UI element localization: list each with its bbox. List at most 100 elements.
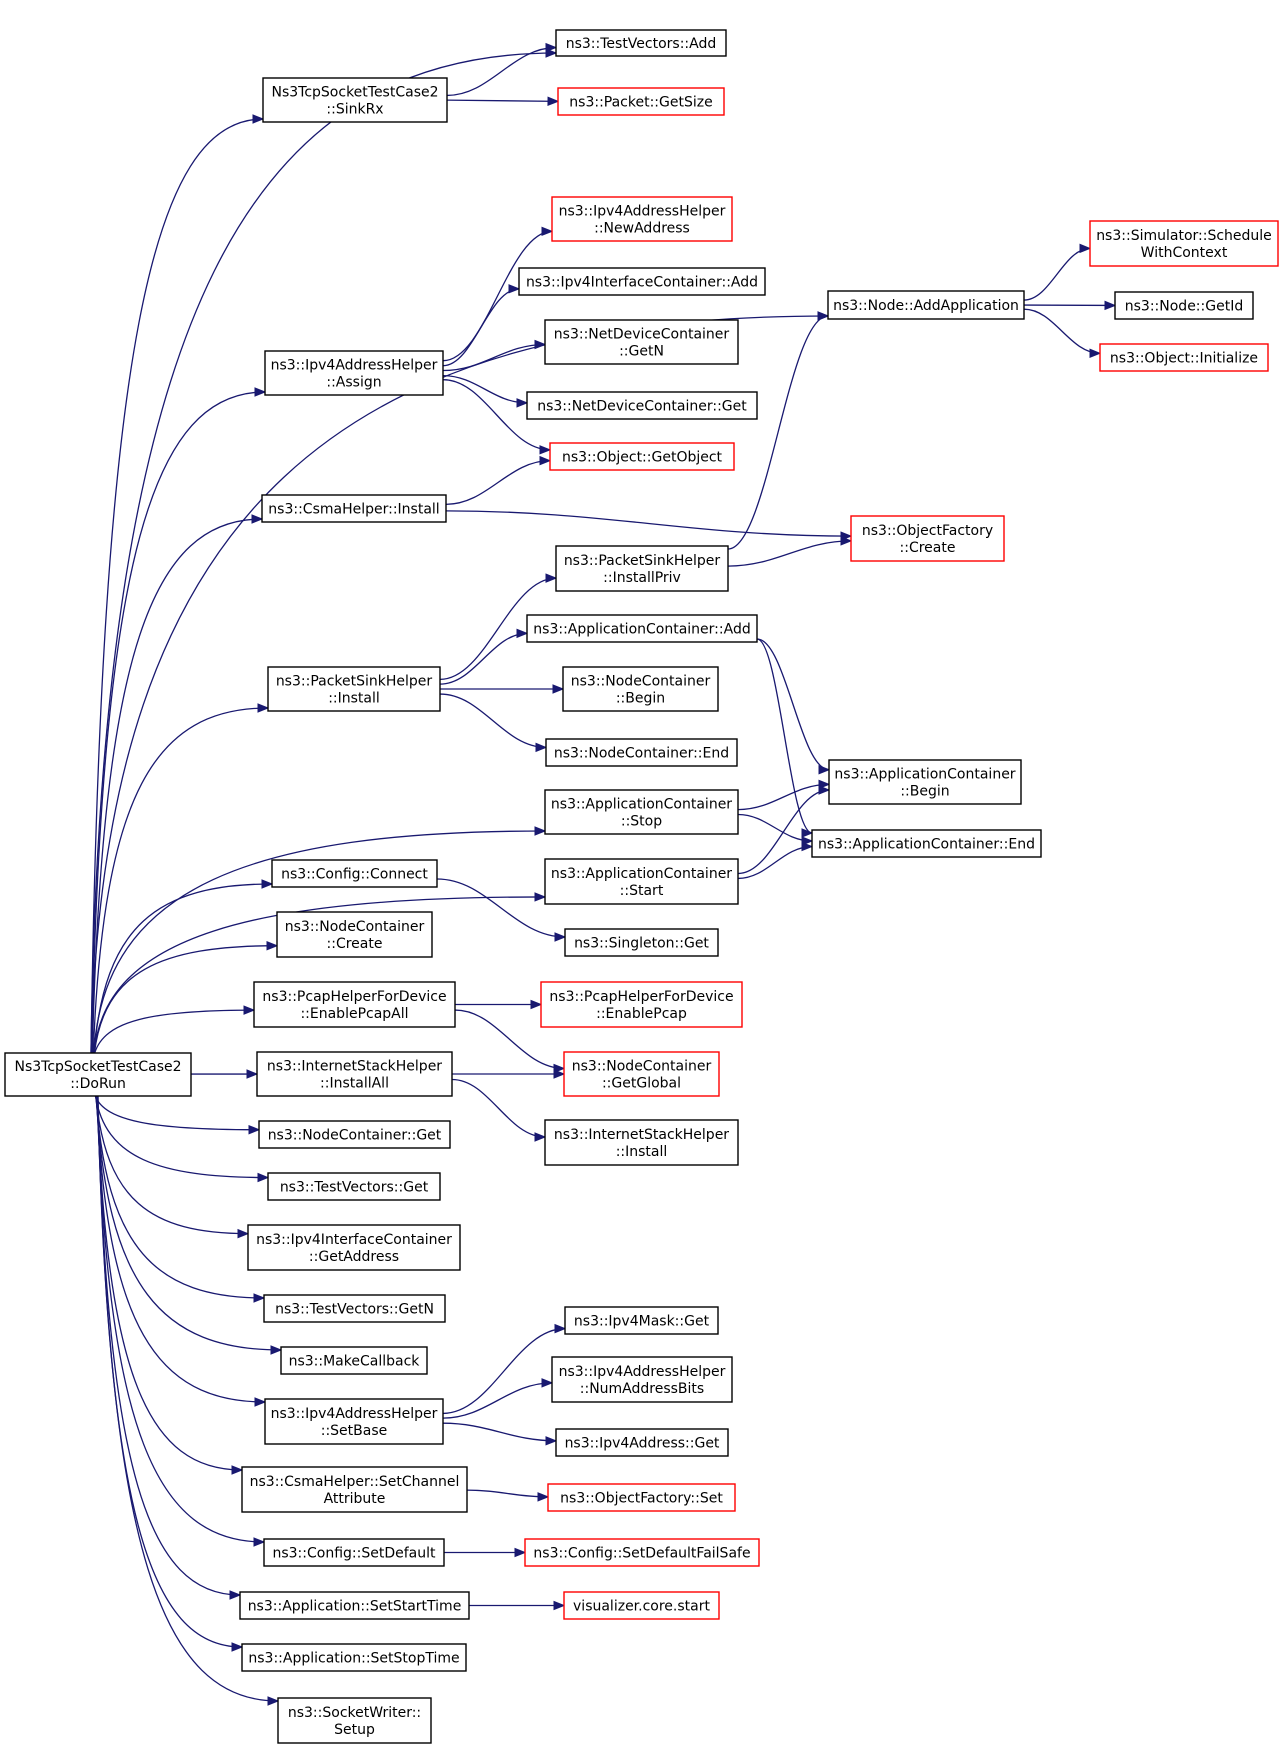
node-ipv4h_numbits[interactable]: ns3::Ipv4AddressHelper::NumAddressBits [551,1356,733,1403]
node-node_addapp[interactable]: ns3::Node::AddApplication [827,290,1025,320]
node-psh_install[interactable]: ns3::PacketSinkHelper::Install [267,666,441,712]
node-box [540,981,743,1028]
edge-psh_installpriv-to-of_create [727,536,853,567]
node-ndc_get[interactable]: ns3::NetDeviceContainer::Get [526,391,758,420]
node-singleton_get[interactable]: ns3::Singleton::Get [564,928,719,957]
node-box [811,829,1042,858]
node-ipv4h_newaddr[interactable]: ns3::Ipv4AddressHelper::NewAddress [551,196,733,242]
node-makecallback[interactable]: ns3::MakeCallback [280,1346,428,1375]
node-ish_installall[interactable]: ns3::InternetStackHelper::InstallAll [256,1051,453,1097]
node-sinkrx[interactable]: Ns3TcpSocketTestCase2::SinkRx [262,77,448,123]
node-nc_begin[interactable]: ns3::NodeContainer::Begin [562,666,719,712]
arrowhead [257,1172,270,1183]
node-of_set[interactable]: ns3::ObjectFactory::Set [547,1483,736,1512]
arrowhead [1089,348,1102,359]
node-tv_add[interactable]: ns3::TestVectors::Add [555,29,727,57]
edge-ish_installall-to-ish_install [451,1078,547,1142]
arrowhead [547,96,560,106]
node-ipv4h_setbase[interactable]: ns3::Ipv4AddressHelper::SetBase [264,1398,444,1445]
node-ipv4ic_add[interactable]: ns3::Ipv4InterfaceContainer::Add [518,267,766,296]
edge-line [439,632,528,685]
node-csma_install[interactable]: ns3::CsmaHelper::Install [261,494,447,523]
node-ac_end[interactable]: ns3::ApplicationContainer::End [811,829,1042,858]
arrowhead [818,785,831,795]
node-cfg_setdefault[interactable]: ns3::Config::SetDefault [263,1538,445,1567]
edge-line [439,577,557,681]
node-ac_start[interactable]: ns3::ApplicationContainer::Start [544,858,739,905]
arrowhead [231,1465,244,1475]
node-box [253,981,456,1028]
node-label: ::InstallAll [320,1076,389,1092]
node-ac_begin[interactable]: ns3::ApplicationContainer::Begin [828,759,1022,805]
node-cfg_connect[interactable]: ns3::Config::Connect [271,859,438,888]
node-ipv4mask_get[interactable]: ns3::Ipv4Mask::Get [564,1306,719,1335]
node-box [261,494,447,523]
node-label: ns3::ApplicationContainer [551,866,732,882]
edge-pcap_all-to-pcap_enable [455,999,543,1010]
node-label: ns3::ApplicationContainer [834,767,1015,783]
edge-root-to-ipv4h_assign [91,387,267,1054]
edge-root-to-tv_getn [95,1095,266,1303]
node-sw_setup[interactable]: ns3::SocketWriter::Setup [277,1697,432,1744]
node-ndc_getn[interactable]: ns3::NetDeviceContainer::GetN [544,319,739,365]
node-box [264,1398,444,1445]
node-root[interactable]: Ns3TcpSocketTestCase2::DoRun [4,1052,192,1097]
arrowhead [254,1397,267,1407]
node-pcap_all[interactable]: ns3::PcapHelperForDevice::EnablePcapAll [253,981,456,1028]
node-obj_getobject[interactable]: ns3::Object::GetObject [549,442,735,471]
edge-cfg_connect-to-singleton_get [436,878,567,942]
node-tv_getn[interactable]: ns3::TestVectors::GetN [263,1294,446,1323]
node-app_start[interactable]: ns3::Application::SetStartTime [239,1591,470,1620]
node-ipv4h_assign[interactable]: ns3::Ipv4AddressHelper::Assign [264,350,444,396]
node-pkt_getsize[interactable]: ns3::Packet::GetSize [557,87,725,116]
node-ac_add[interactable]: ns3::ApplicationContainer::Add [526,614,758,643]
node-nc_end[interactable]: ns3::NodeContainer::End [545,738,738,767]
node-of_create[interactable]: ns3::ObjectFactory::Create [850,515,1005,562]
node-node_getid[interactable]: ns3::Node::GetId [1114,291,1254,320]
node-box [544,789,739,835]
node-psh_installpriv[interactable]: ns3::PacketSinkHelper::InstallPriv [555,545,729,592]
edge-ipv4h_assign-to-ndc_getn [442,339,547,372]
node-obj_init[interactable]: ns3::Object::Initialize [1099,343,1269,372]
node-cfg_setdefaultfs[interactable]: ns3::Config::SetDefaultFailSafe [524,1538,760,1567]
edge-root-to-ipv4h_setbase [95,1095,267,1407]
node-tv_get[interactable]: ns3::TestVectors::Get [267,1172,441,1201]
arrowhead [534,1132,547,1142]
node-label: ns3::Node::AddApplication [833,298,1019,314]
node-nc_get[interactable]: ns3::NodeContainer::Get [258,1120,451,1149]
node-app_stop[interactable]: ns3::Application::SetStopTime [241,1643,467,1672]
node-box [1099,343,1269,372]
edge-psh_install-to-psh_installpriv [439,573,558,681]
edge-node_addapp-to-obj_init [1023,308,1102,359]
arrowhead [553,1063,566,1074]
node-ish_install[interactable]: ns3::InternetStackHelper::Install [544,1119,739,1166]
node-box [263,1294,446,1323]
node-nc_getglobal[interactable]: ns3::NodeContainer::GetGlobal [563,1051,720,1097]
arrowhead [270,1345,283,1355]
node-label: ::InstallPriv [603,570,681,586]
node-ipv4addr_get[interactable]: ns3::Ipv4Address::Get [555,1428,729,1457]
edge-line [93,945,278,1054]
node-box [563,1051,720,1097]
edge-line [96,1095,265,1543]
arrowhead [545,1436,558,1446]
edge-line [756,638,830,771]
node-viz_start[interactable]: visualizer.core.start [563,1591,720,1620]
node-box [241,1466,468,1513]
edge-root-to-cfg_setdefault [96,1095,266,1547]
node-label: ::Install [328,691,380,707]
node-box [277,1697,432,1744]
node-ac_stop[interactable]: ns3::ApplicationContainer::Stop [544,789,739,835]
node-ipv4ic_getaddr[interactable]: ns3::Ipv4InterfaceContainer::GetAddress [247,1224,461,1271]
edge-line [93,883,273,1054]
node-box [1114,291,1254,320]
edge-line [442,379,551,451]
node-pcap_enable[interactable]: ns3::PcapHelperForDevice::EnablePcap [540,981,743,1028]
node-label: ns3::SocketWriter:: [288,1705,421,1721]
node-nc_create[interactable]: ns3::NodeContainer::Create [276,911,433,958]
node-box [850,515,1005,562]
edge-line [756,638,813,834]
edge-psh_install-to-ac_add [439,628,529,685]
